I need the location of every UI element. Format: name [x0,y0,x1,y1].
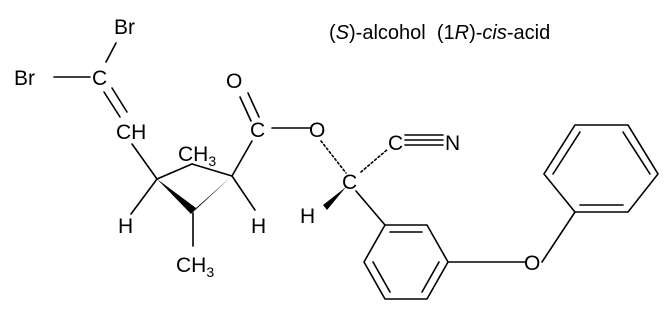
bond-ring-top-right [191,163,233,177]
bond-o-chiral [320,140,347,174]
atom-o-carbonyl: O [226,70,242,93]
bond-ring-top-left [156,163,193,180]
bond-c-br-top [105,42,117,63]
atom-ch3-bottom: CH3 [176,254,214,280]
atom-n-nitrile: N [445,132,460,155]
atom-br-left: Br [14,67,35,90]
atom-c-vinyl: C [92,67,107,90]
bonds [53,42,659,300]
atom-c-chiral: C [342,171,357,194]
atom-ch3-top: CH3 [178,143,216,169]
bond-ch-ring [131,143,158,180]
benzene-upper-double-2 [622,131,651,175]
benzene-lower-double-3 [372,261,391,293]
wedge-ring-left [157,179,196,214]
bond-c-ch-double-a [103,91,121,118]
bond-c-o-double-b [247,92,260,118]
benzene-ring-lower [363,224,449,300]
benzene-lower-double-2 [421,261,440,293]
bond-c-o-double-a [239,96,252,122]
bond-ring-h-right [231,175,256,211]
benzene-upper-double-1 [552,131,581,175]
atom-br-top: Br [114,16,135,39]
atom-ch-vinyl: CH [116,121,146,144]
benzene-ring-upper [543,124,659,213]
bond-c-ch-double-b [111,87,128,113]
atom-c-nitrile: C [388,132,403,155]
atom-c-carbonyl: C [250,119,265,142]
atom-h-chiral: H [300,205,315,228]
bond-o-ether-ring [541,211,576,263]
bond-chiral-cn [360,148,389,173]
bond-ring-carbonyl [231,140,253,177]
stereo-caption: (S)-alcohol (1R)-cis-acid [329,22,550,44]
bond-chiral-ring [355,190,386,226]
wedge-ring-right [191,176,232,214]
atom-o-ether: O [524,252,540,275]
atom-labels: Br Br C CH CH3 CH3 H H O C O C H C N O [14,16,540,280]
wedge-chiral-h [323,187,346,210]
atom-o-ester: O [309,119,325,142]
bond-ring-h-left [130,178,158,215]
atom-h-right: H [251,215,266,238]
atom-h-left: H [118,215,133,238]
